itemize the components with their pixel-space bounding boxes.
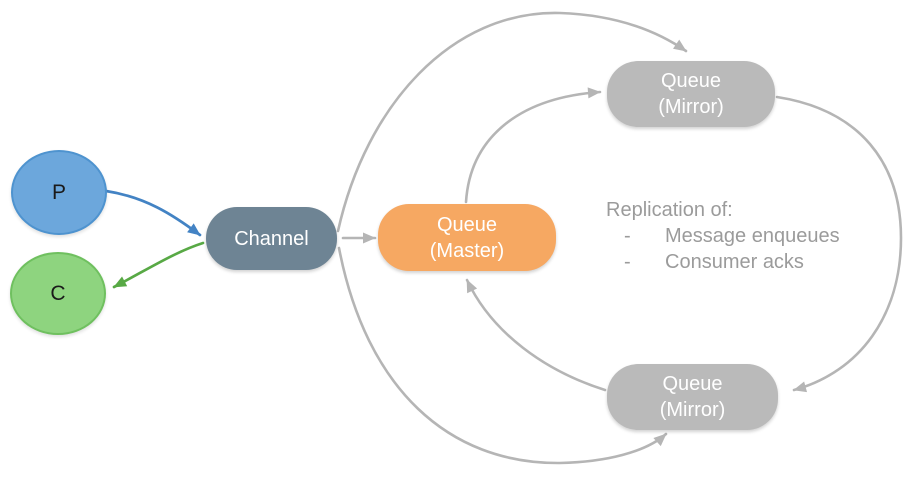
edge-channel-to-consumer (112, 241, 205, 289)
edge-producer-to-channel (104, 189, 202, 237)
edge-channel-to-mirror-bottom (337, 246, 668, 465)
queue-mirror-top-label: Queue (Mirror) (658, 70, 724, 118)
node-queue-master: Queue (Master) (378, 204, 556, 271)
edge-master-to-mirror-top (464, 87, 602, 204)
replication-item: - Consumer acks (606, 249, 840, 275)
edge-mirror-bottom-to-master (465, 278, 607, 392)
queue-master-label: Queue (Master) (429, 213, 505, 262)
edge-channel-to-mirror-top (336, 11, 688, 233)
producer-label: P (51, 180, 66, 204)
replication-item: - Message enqueues (606, 223, 840, 249)
node-queue-mirror-bottom: Queue (Mirror) (607, 364, 778, 430)
replication-item-text: Message enqueues (665, 225, 840, 247)
bullet-dash: - (624, 225, 631, 247)
node-consumer: C (10, 252, 106, 335)
consumer-label: C (50, 281, 66, 305)
node-producer: P (11, 150, 107, 235)
edge-mirror-top-to-mirror-bottom (775, 95, 903, 393)
queue-mirror-bottom-label: Queue (Mirror) (659, 373, 726, 421)
replication-annotation: Replication of: - Message enqueues - Con… (606, 197, 840, 275)
bullet-dash: - (624, 251, 631, 273)
replication-item-text: Consumer acks (665, 251, 804, 273)
node-queue-mirror-top: Queue (Mirror) (607, 61, 775, 127)
channel-label: Channel (234, 227, 309, 250)
replication-title: Replication of: (606, 199, 733, 221)
node-channel: Channel (206, 207, 337, 270)
